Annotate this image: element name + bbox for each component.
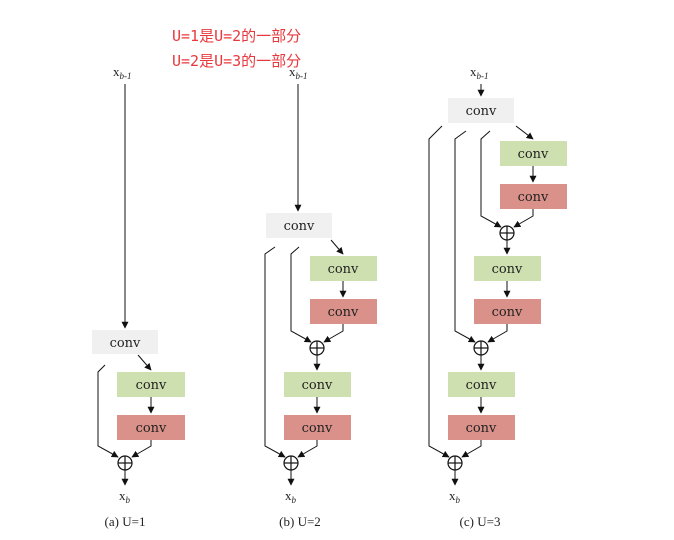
edge-b-to-green1 <box>330 239 344 255</box>
edge-b-inner-skip <box>290 246 312 343</box>
edge-a-skip <box>97 364 119 458</box>
input-label-a: xb-1 <box>113 64 132 81</box>
output-label-b: xb <box>285 488 297 505</box>
annotation-line-1: U=1是U=2的一部分 <box>172 27 301 45</box>
sum-node-c3 <box>447 455 463 471</box>
conv-block-b-red1 <box>310 299 377 324</box>
diagram-c: xb-1 conv conv conv conv conv conv conv <box>428 64 567 529</box>
conv-block-c-green2 <box>474 256 541 281</box>
conv-label: conv <box>492 305 523 320</box>
edge-a-red-sum <box>131 440 152 458</box>
conv-block-b-red2 <box>284 415 351 440</box>
conv-block-c-red2 <box>474 299 541 324</box>
diagram-b: xb-1 conv conv conv conv conv x <box>264 64 377 529</box>
caption-a: (a) U=1 <box>105 514 146 529</box>
output-label-c: xb <box>449 488 461 505</box>
conv-label: conv <box>284 219 315 234</box>
caption-c: (c) U=3 <box>460 514 501 529</box>
caption-b: (b) U=2 <box>279 514 321 529</box>
annotation-note: U=1是U=2的一部分 U=2是U=3的一部分 <box>172 27 301 70</box>
conv-label: conv <box>136 421 167 436</box>
edge-c-red2-sum2 <box>487 324 508 343</box>
conv-block-a-green <box>117 372 185 397</box>
sum-node-c1 <box>499 225 515 241</box>
sum-node-b2 <box>283 455 299 471</box>
edge-c-skip1 <box>480 130 502 228</box>
conv-block-a-entry <box>92 330 158 354</box>
conv-label: conv <box>328 262 359 277</box>
conv-label: conv <box>518 190 549 205</box>
conv-label: conv <box>492 262 523 277</box>
diagram-a: xb-1 conv conv conv xb (a) U=1 <box>92 64 185 529</box>
conv-label: conv <box>302 421 333 436</box>
sum-node-a <box>117 455 133 471</box>
output-label-a: xb <box>119 488 131 505</box>
conv-block-c-entry <box>448 98 514 123</box>
edge-c-to-green1 <box>515 125 534 140</box>
conv-label: conv <box>466 421 497 436</box>
edge-b-outer-skip <box>264 246 286 458</box>
conv-block-b-green1 <box>310 256 377 281</box>
edge-c-skip3 <box>428 125 450 458</box>
conv-block-b-green2 <box>284 372 351 397</box>
conv-label: conv <box>328 305 359 320</box>
annotation-line-2: U=2是U=3的一部分 <box>172 52 301 70</box>
conv-block-b-entry <box>266 213 332 238</box>
sum-node-c2 <box>473 340 489 356</box>
input-label-c: xb-1 <box>470 64 489 81</box>
conv-block-c-green3 <box>448 372 515 397</box>
edge-b-red2-sum2 <box>297 440 318 458</box>
edge-a-to-green <box>137 354 152 371</box>
conv-label: conv <box>466 378 497 393</box>
input-label-b: xb-1 <box>289 64 308 81</box>
conv-label: conv <box>110 336 141 351</box>
conv-label: conv <box>136 378 167 393</box>
edge-c-red1-sum1 <box>513 209 534 228</box>
conv-block-a-red <box>117 415 185 440</box>
edge-c-red3-sum3 <box>461 440 482 458</box>
edge-b-red1-sum1 <box>323 324 344 343</box>
conv-label: conv <box>466 104 497 119</box>
conv-block-c-green1 <box>500 141 567 166</box>
sum-node-b1 <box>309 340 325 356</box>
conv-label: conv <box>518 147 549 162</box>
edge-c-skip2 <box>454 130 476 343</box>
conv-label: conv <box>302 378 333 393</box>
conv-block-c-red3 <box>448 415 515 440</box>
conv-block-c-red1 <box>500 184 567 209</box>
